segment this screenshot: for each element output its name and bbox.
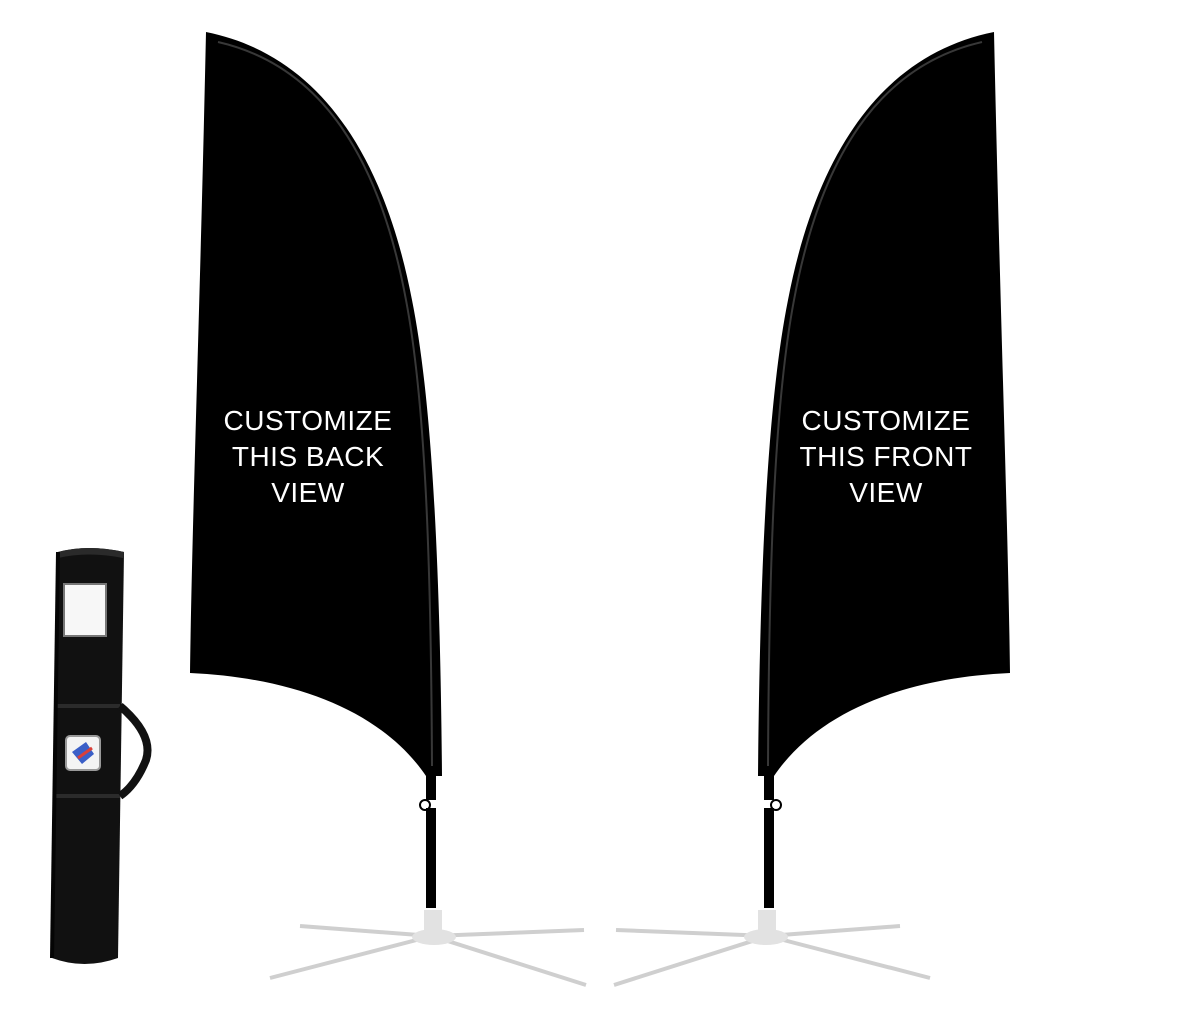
front-flag [613,32,1010,987]
back-flag-label: CUSTOMIZE THIS BACK VIEW [198,403,418,511]
back-flag [190,32,587,987]
front-flag-line-1: CUSTOMIZE [801,405,971,436]
back-flag-line-2: THIS BACK [231,441,385,472]
back-flag-line-1: CUSTOMIZE [223,405,393,436]
front-flag-label: CUSTOMIZE THIS FRONT VIEW [776,403,996,511]
front-flag-line-2: THIS FRONT [799,441,973,472]
front-flag-line-3: VIEW [849,477,923,508]
carry-bag-icon [50,548,152,964]
back-flag-line-3: VIEW [271,477,345,508]
bag-logo-icon [72,742,94,764]
